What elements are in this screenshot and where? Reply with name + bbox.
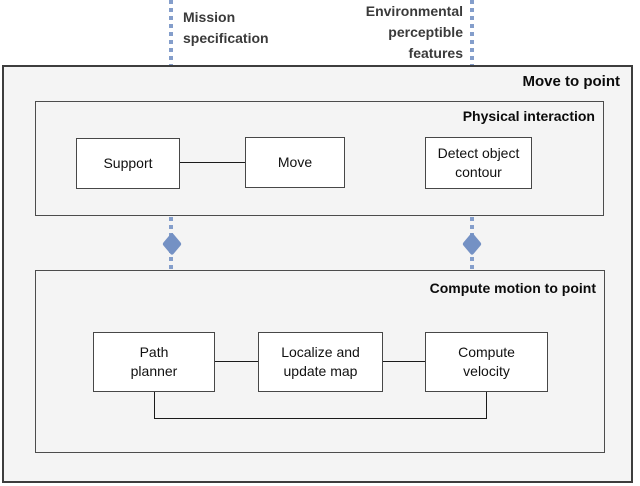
physical-interaction-title: Physical interaction	[462, 108, 595, 124]
environmental-features-label: Environmental perceptible features	[365, 3, 463, 61]
node-localize-update-map: Localize and update map	[258, 332, 383, 392]
connector-pathplanner-localize	[215, 361, 258, 362]
node-path-planner: Path planner	[93, 332, 215, 392]
environment-dashed-line-top	[470, 0, 474, 65]
node-move: Move	[245, 137, 345, 188]
compute-motion-title: Compute motion to point	[429, 280, 596, 296]
connector-localize-velocity	[383, 361, 425, 362]
connector-support-move	[180, 162, 245, 163]
node-support: Support	[76, 138, 180, 189]
mission-dashed-line-top	[169, 0, 173, 65]
mission-specification-label: Mission specification	[183, 9, 269, 46]
move-to-point-title: Move to point	[522, 73, 621, 90]
node-detect-object-contour: Detect object contour	[425, 137, 532, 189]
connector-pathplanner-velocity-bottom	[154, 392, 487, 419]
node-compute-velocity: Compute velocity	[425, 332, 548, 392]
